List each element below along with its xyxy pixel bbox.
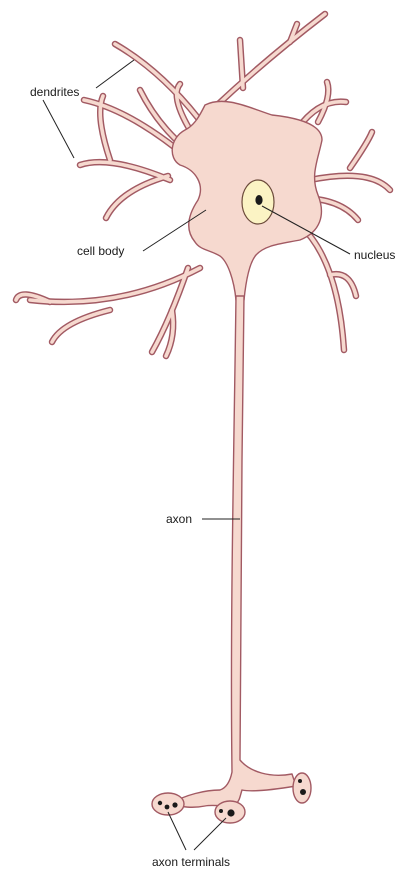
axon-shape [172, 296, 296, 807]
cell-body-label: cell body [77, 244, 124, 258]
dendrites-leader-lower [43, 100, 74, 158]
axon-terminal-knob [293, 773, 311, 803]
axon-terminals-leader-right [194, 818, 226, 850]
axon-label: axon [166, 512, 192, 526]
dendrites-leader-upper [96, 60, 134, 88]
axon-terminals-label: axon terminals [152, 855, 230, 869]
nucleus-label: nucleus [354, 248, 395, 262]
neuron [16, 14, 390, 823]
axon-terminal-knob [152, 793, 184, 815]
axon-terminals-leader-left [168, 812, 186, 850]
dendrites-label: dendrites [30, 85, 79, 99]
nucleolus [255, 195, 262, 205]
